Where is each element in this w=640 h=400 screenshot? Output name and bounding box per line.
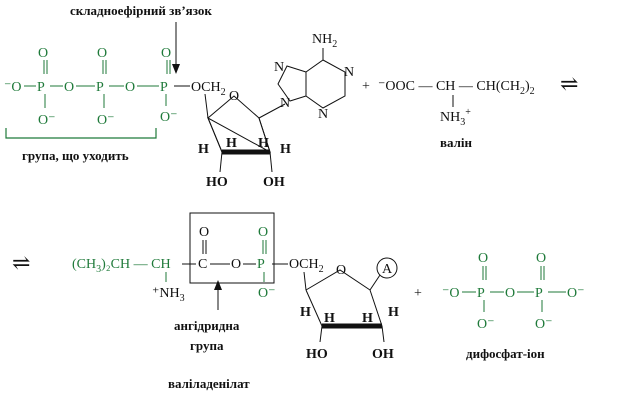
atom-o-bridge-pp: O xyxy=(505,286,515,301)
valyladenylate-label: валіладенілат xyxy=(168,376,250,391)
atom-o-minus-pp2: O⁻ xyxy=(535,317,553,332)
anhydride-box xyxy=(189,212,275,284)
atom-plus-nh3: ⁺NH3 xyxy=(152,286,185,304)
atom-o-minus2: O⁻ xyxy=(97,113,115,128)
atom-ho-bottom: HO xyxy=(306,347,328,362)
atom-minus-o: ⁻O xyxy=(4,80,22,95)
atom-o-minus-pp-end: O⁻ xyxy=(567,286,585,301)
atom-n9: N xyxy=(280,96,290,111)
atom-p3: P xyxy=(160,80,168,95)
atom-h-top-right: H xyxy=(280,142,291,157)
ester-bond-label: складноефірний зв’язок xyxy=(70,3,212,18)
atom-och2-top: OCH2 xyxy=(191,80,226,98)
atom-n1: N xyxy=(344,65,354,80)
atom-h-top-mid2: H xyxy=(258,136,269,151)
leaving-group-label: група, що уходить xyxy=(22,148,129,163)
atom-o-bridge1: O xyxy=(64,80,74,95)
atom-ho-top: HO xyxy=(206,175,228,190)
diphosphate-ion: ⁻O P O O⁻ O P O O⁻ O⁻ xyxy=(442,251,585,332)
atom-o-minus-pp1: O⁻ xyxy=(477,317,495,332)
atom-p1: P xyxy=(37,80,45,95)
atom-oh-top: OH xyxy=(263,175,285,190)
atom-o-top-amp: O xyxy=(258,225,268,240)
ester-bond-arrowhead xyxy=(172,64,180,74)
atom-p-pp1: P xyxy=(477,286,485,301)
atom-minus-o-pp: ⁻O xyxy=(442,286,460,301)
leaving-group-bracket xyxy=(5,128,157,139)
atom-h-bot-right: H xyxy=(388,305,399,320)
triphosphate-chain: ⁻O P O O⁻ O P O O⁻ O P O O⁻ xyxy=(4,46,190,128)
atom-ring-o-bottom: O xyxy=(336,263,346,278)
adenine-base: NH2 N N N N xyxy=(274,32,354,122)
atom-h-top-left: H xyxy=(198,142,209,157)
anhydride-arrowhead xyxy=(214,280,222,290)
valyl-chain: (CH3)₂CH — CH xyxy=(72,257,171,275)
atom-o-top-pp1: O xyxy=(478,251,488,266)
atom-o-carbonyl: O xyxy=(199,225,209,240)
atom-o-minus1: O⁻ xyxy=(38,113,56,128)
diphosphate-label: дифосфат-іон xyxy=(466,346,545,361)
valine-formula: ⁻OOC — CH — CH(CH2)2 xyxy=(378,79,535,97)
equilibrium-arrow-bottom: ⇌ xyxy=(12,250,30,275)
atom-h-bot-mid1: H xyxy=(324,311,335,326)
atom-o-bridge2: O xyxy=(125,80,135,95)
atom-h-bot-left: H xyxy=(300,305,311,320)
atom-nh3-valine: NH3+ xyxy=(440,107,471,128)
atom-o-minus3: O⁻ xyxy=(160,110,178,125)
amp-ribose: OCH2 O H H H H HO OH A xyxy=(272,257,399,362)
atom-n3: N xyxy=(318,107,328,122)
atom-h-bot-mid2: H xyxy=(362,311,373,326)
atom-o-top3: O xyxy=(161,46,171,61)
atom-o-top1: O xyxy=(38,46,48,61)
equilibrium-arrow-top: ⇌ xyxy=(560,71,578,96)
atom-p2: P xyxy=(96,80,104,95)
atom-oh-bottom: OH xyxy=(372,347,394,362)
atom-o-top-pp2: O xyxy=(536,251,546,266)
adenine-circle-icon xyxy=(376,257,398,279)
plus-top: + xyxy=(362,79,370,94)
atom-ring-o-top: O xyxy=(229,89,239,104)
atom-p-pp2: P xyxy=(535,286,543,301)
atom-c-carbonyl: C xyxy=(198,257,207,272)
atom-a: A xyxy=(382,262,393,277)
valine-label: валін xyxy=(440,135,473,150)
atom-nh2: NH2 xyxy=(312,32,337,50)
anhydride-label-1: ангідридна xyxy=(174,318,240,333)
plus-bottom: + xyxy=(414,286,422,301)
atom-h-top-mid1: H xyxy=(226,136,237,151)
atp-ribose: OCH2 O H H H H HO OH xyxy=(191,80,291,190)
atom-p-amp: P xyxy=(257,257,265,272)
anhydride-label-2: група xyxy=(190,338,224,353)
atom-o-minus-amp: O⁻ xyxy=(258,286,276,301)
atom-n7: N xyxy=(274,60,284,75)
atom-och2-bottom: OCH2 xyxy=(289,257,324,275)
atom-o-anhydride: O xyxy=(231,257,241,272)
atom-o-top2: O xyxy=(97,46,107,61)
